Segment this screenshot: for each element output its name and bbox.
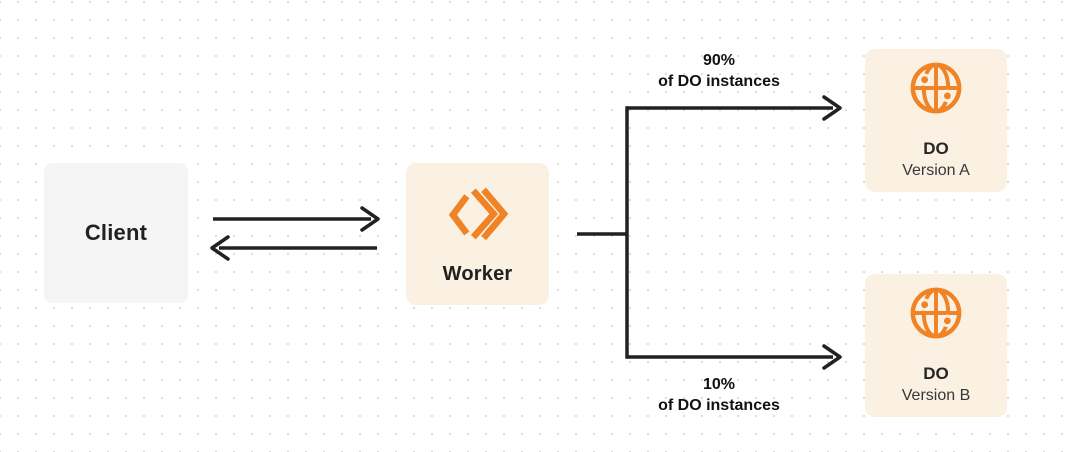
do-b-subtitle: Version B — [901, 387, 971, 404]
branch-bottom-percent: 10% — [702, 376, 736, 393]
client-label: Client — [84, 220, 148, 245]
arrowhead-right-icon — [360, 206, 380, 232]
arrowhead-do-b-icon — [822, 344, 842, 370]
worker-node: Worker — [406, 163, 549, 305]
branch-top-percent: 90% — [702, 52, 736, 69]
workers-chevrons-icon — [448, 187, 508, 240]
worker-label: Worker — [442, 263, 513, 285]
arrowhead-do-a-icon — [822, 95, 842, 121]
do-b-title: DO — [923, 364, 949, 383]
do-a-subtitle: Version A — [902, 162, 970, 179]
durable-object-globe-icon — [910, 287, 962, 339]
client-node: Client — [44, 163, 188, 303]
branch-top-label: 90% of DO instances — [607, 50, 831, 92]
arrowhead-left-icon — [210, 235, 230, 261]
do-a-title: DO — [923, 139, 949, 158]
do-version-b-node: DO Version B — [865, 274, 1007, 417]
durable-object-globe-icon — [910, 62, 962, 114]
branch-bottom-label: 10% of DO instances — [607, 374, 831, 416]
branch-top-caption: of DO instances — [658, 73, 780, 90]
branch-bottom-caption: of DO instances — [658, 397, 780, 414]
do-version-a-node: DO Version A — [865, 49, 1007, 192]
